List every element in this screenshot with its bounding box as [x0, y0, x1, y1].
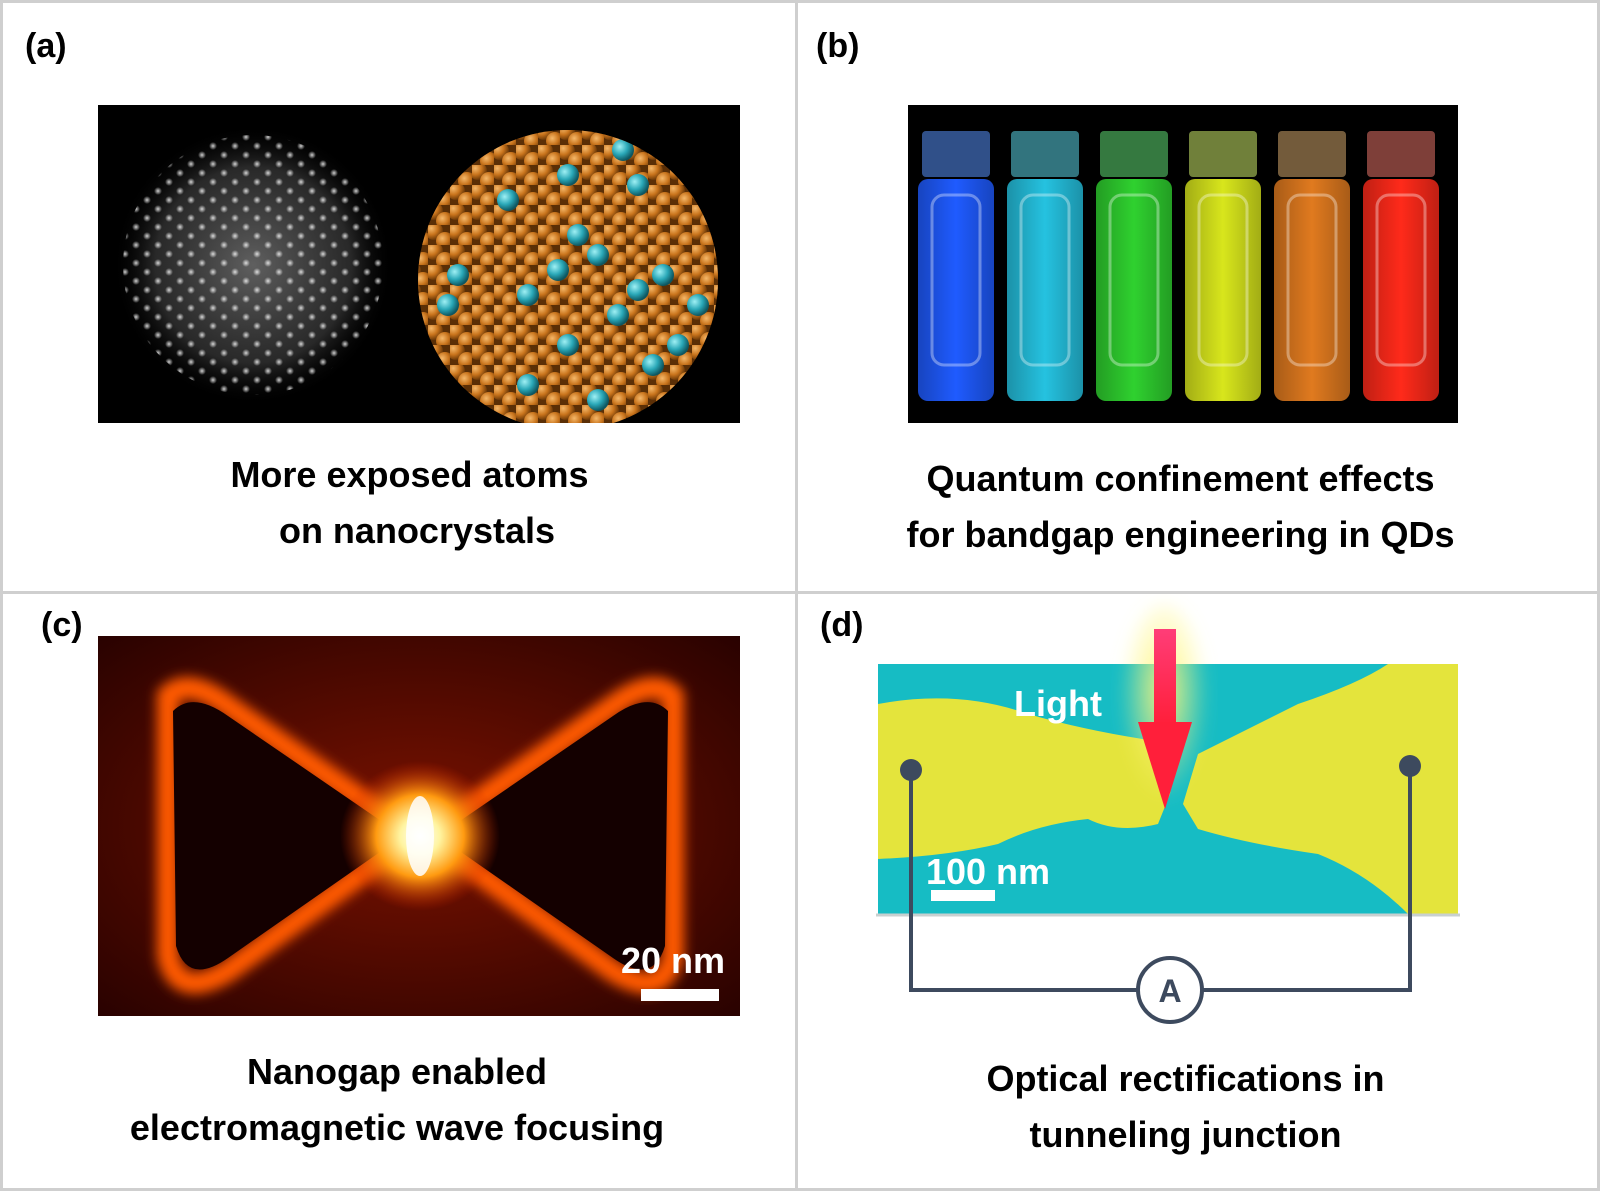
vial-cap	[1278, 131, 1346, 177]
vial-body	[1274, 179, 1350, 401]
vial-cap	[1189, 131, 1257, 177]
vial-3	[1096, 131, 1172, 401]
panel-c: (c) 20 nm	[0, 591, 798, 1191]
nanocrystal-image	[98, 105, 740, 423]
vial-4	[1185, 131, 1261, 401]
vial-1	[918, 131, 994, 401]
panel-b-label: (b)	[816, 27, 860, 65]
panel-c-caption: Nanogap enabled electromagnetic wave foc…	[3, 1044, 801, 1156]
panel-c-caption-line2: electromagnetic wave focusing	[129, 1107, 665, 1148]
vial-reflection	[1375, 193, 1427, 367]
panel-d: (d) Light 100 nm	[795, 591, 1600, 1191]
panel-c-caption-line1: Nanogap enabled	[246, 1051, 548, 1092]
vial-cap-tint	[1189, 131, 1257, 177]
vial-reflection	[1197, 193, 1249, 367]
panel-a: (a)	[0, 0, 798, 594]
ammeter	[1136, 956, 1204, 1024]
light-arrow-shaft	[1154, 629, 1176, 724]
light-label: Light	[1014, 683, 1102, 724]
vial-cap-tint	[1011, 131, 1079, 177]
panel-a-caption: More exposed atoms on nanocrystals	[3, 447, 801, 559]
vial-reflection	[1019, 193, 1071, 367]
scale-bar-c	[641, 989, 719, 1001]
vial-cap-tint	[1278, 131, 1346, 177]
circuit-wire-left	[909, 770, 1138, 992]
panel-b-caption: Quantum confinement effects for bandgap …	[798, 451, 1600, 563]
panel-b: (b) Quantum confinement effects for band…	[795, 0, 1600, 594]
contact-left	[900, 759, 922, 781]
vial-cap-tint	[1100, 131, 1168, 177]
panel-a-caption-line2: on nanocrystals	[278, 510, 556, 551]
vial-cap	[1367, 131, 1435, 177]
ammeter-symbol: A	[1158, 973, 1181, 1009]
scale-bar-label-c: 20 nm	[621, 940, 725, 981]
vial-cap	[922, 131, 990, 177]
vial-body	[918, 179, 994, 401]
circuit-wire-right	[1202, 766, 1412, 992]
panel-d-caption-line2: tunneling junction	[1029, 1114, 1342, 1155]
panel-c-label: (c)	[41, 606, 83, 644]
panel-b-caption-line1: Quantum confinement effects	[926, 458, 1435, 499]
vial-cap-tint	[1367, 131, 1435, 177]
panel-d-caption: Optical rectifications in tunneling junc…	[798, 1051, 1600, 1163]
vial-5	[1274, 131, 1350, 401]
vial-cap-tint	[922, 131, 990, 177]
vial-body	[1185, 179, 1261, 401]
vial-reflection	[1108, 193, 1160, 367]
light-arrow-head	[1138, 722, 1192, 809]
tunneling-junction-diagram: Light 100 nm A	[876, 604, 1460, 1024]
panel-d-label: (d)	[820, 606, 864, 644]
panel-b-caption-line2: for bandgap engineering in QDs	[906, 514, 1455, 555]
nanogap-field-map: 20 nm	[98, 636, 740, 1016]
panel-a-label: (a)	[25, 27, 67, 65]
panel-d-caption-line1: Optical rectifications in	[986, 1058, 1385, 1099]
vial-body	[1363, 179, 1439, 401]
vial-6	[1363, 131, 1439, 401]
vial-reflection	[1286, 193, 1338, 367]
panel-a-caption-line1: More exposed atoms	[230, 454, 589, 495]
vial-reflection	[930, 193, 982, 367]
vial-cap	[1011, 131, 1079, 177]
scale-bar-d	[931, 890, 995, 901]
vial-cap	[1100, 131, 1168, 177]
scale-bar-label-d: 100 nm	[926, 851, 1050, 892]
vial-body	[1096, 179, 1172, 401]
vial-2	[1007, 131, 1083, 401]
contact-right	[1399, 755, 1421, 777]
vial-body	[1007, 179, 1083, 401]
quantum-dot-vials-image	[908, 105, 1458, 423]
